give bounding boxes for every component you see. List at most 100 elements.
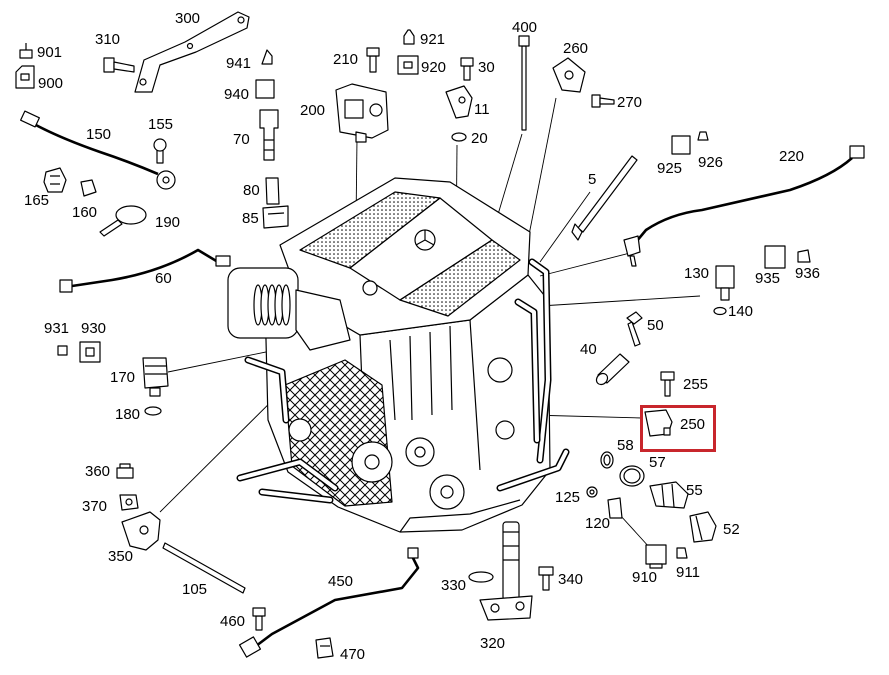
part-80-sleeve: [265, 177, 280, 205]
callout-190: 190: [155, 214, 181, 231]
part-450-sensor-wire: [238, 547, 420, 658]
part-926-terminal: [697, 131, 709, 141]
callout-155: 155: [148, 116, 174, 133]
part-350-sensor: [121, 511, 161, 551]
part-52-cap: [689, 511, 717, 543]
part-150-sensor-cable: [20, 110, 176, 190]
part-60-sensor-wire: [59, 248, 231, 293]
part-50-bolt: [626, 311, 643, 347]
callout-370: 370: [82, 498, 108, 515]
part-910-connector: [645, 544, 667, 569]
part-400-pin: [518, 35, 530, 131]
part-460-bolt: [252, 607, 266, 631]
callout-125: 125: [555, 489, 581, 506]
callout-470: 470: [340, 646, 366, 663]
part-140-o-ring: [713, 306, 727, 316]
engine-hoses: [236, 258, 570, 504]
part-11-sensor: [445, 85, 473, 119]
callout-105: 105: [182, 581, 208, 598]
part-901-terminal: [19, 43, 33, 59]
part-921-terminal: [403, 29, 415, 45]
callout-911: 911: [676, 564, 700, 581]
part-105-rod: [162, 542, 246, 594]
part-55-sensor: [649, 481, 689, 509]
callout-20: 20: [471, 130, 488, 147]
callout-40: 40: [580, 341, 597, 358]
part-941-terminal: [261, 49, 273, 65]
part-340-bolt: [538, 566, 554, 591]
callout-200: 200: [300, 102, 326, 119]
callout-921: 921: [420, 31, 446, 48]
callout-901: 901: [37, 44, 63, 61]
part-920-connector: [397, 55, 419, 75]
callout-460: 460: [220, 613, 246, 630]
part-931-terminal: [57, 345, 68, 356]
part-57-o-ring: [619, 465, 645, 487]
callout-930: 930: [81, 320, 107, 337]
part-130-sensor: [715, 265, 735, 301]
part-70-sensor: [259, 109, 279, 161]
callout-400: 400: [512, 19, 538, 36]
part-165-clip: [43, 167, 67, 193]
part-40-sensor: [595, 353, 630, 386]
part-250-sensor: [644, 409, 673, 437]
part-470-clip: [315, 637, 334, 659]
callout-255: 255: [683, 376, 709, 393]
callout-941: 941: [226, 55, 252, 72]
callout-130: 130: [684, 265, 710, 282]
callout-58: 58: [617, 437, 634, 454]
callout-340: 340: [558, 571, 584, 588]
callout-330: 330: [441, 577, 467, 594]
callout-250: 250: [680, 416, 706, 433]
part-260-sensor: [552, 57, 586, 93]
callout-935: 935: [755, 270, 781, 287]
callout-925: 925: [657, 160, 683, 177]
part-58-o-ring: [600, 451, 614, 469]
part-125-washer: [586, 486, 598, 498]
part-30-bolt: [460, 57, 474, 81]
part-935-connector: [764, 245, 786, 269]
part-940-connector: [255, 79, 275, 99]
part-160-clip: [80, 179, 97, 197]
callout-140: 140: [728, 303, 754, 320]
part-911-terminal: [676, 547, 688, 559]
callout-910: 910: [632, 569, 658, 586]
callout-165: 165: [24, 192, 50, 209]
part-5-sensor: [571, 155, 638, 241]
part-20-o-ring: [451, 132, 467, 142]
part-320-level-sensor: [479, 521, 533, 621]
callout-926: 926: [698, 154, 724, 171]
part-930-connector: [79, 341, 101, 363]
callout-450: 450: [328, 573, 354, 590]
callout-55: 55: [686, 482, 703, 499]
part-155-bolt: [153, 138, 167, 164]
part-330-o-ring: [468, 571, 494, 583]
highlight-box: [640, 405, 716, 452]
part-220-sensor-cable: [623, 145, 865, 267]
callout-57: 57: [649, 454, 666, 471]
part-370-seal: [119, 494, 139, 511]
callout-300: 300: [175, 10, 201, 27]
part-900-connector: [15, 65, 35, 89]
callout-936: 936: [795, 265, 821, 282]
callout-160: 160: [72, 204, 98, 221]
callout-180: 180: [115, 406, 141, 423]
part-85-clip: [262, 205, 289, 229]
callout-170: 170: [110, 369, 136, 386]
callout-5: 5: [588, 171, 597, 188]
callout-11: 11: [474, 101, 490, 118]
callout-50: 50: [647, 317, 664, 334]
part-180-o-ring: [144, 406, 162, 416]
callout-900: 900: [38, 75, 64, 92]
part-300-bracket: [134, 11, 250, 93]
callout-60: 60: [155, 270, 172, 287]
part-190-cable-tie: [99, 205, 147, 237]
part-255-bolt: [660, 371, 675, 397]
callout-52: 52: [723, 521, 740, 538]
callout-85: 85: [242, 210, 259, 227]
callout-70: 70: [233, 131, 250, 148]
part-936-terminal: [797, 249, 811, 263]
callout-220: 220: [779, 148, 805, 165]
part-210-bolt: [366, 47, 380, 73]
